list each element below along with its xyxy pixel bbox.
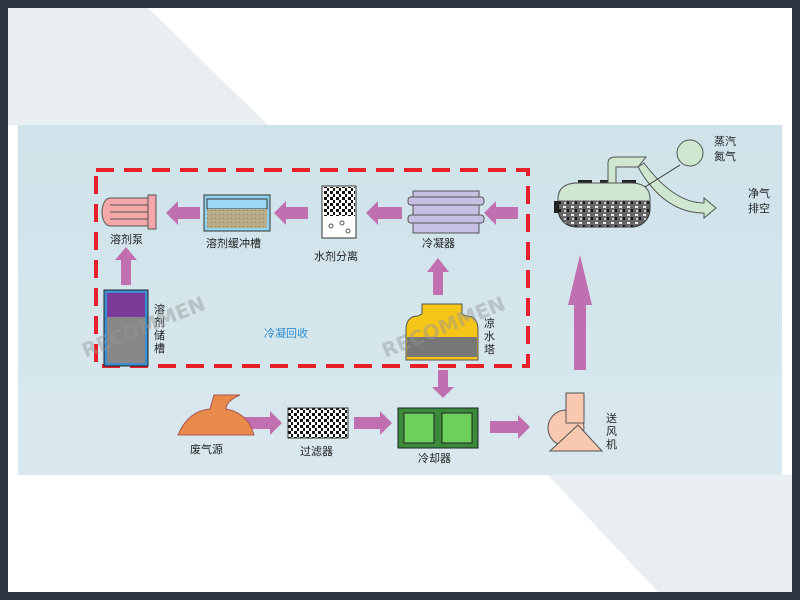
water-separator-icon [321,185,357,239]
label-condensation-recovery: 冷凝回收 [264,327,308,340]
background-shape [8,8,792,592]
label-waste-gas-source: 废气源 [190,443,223,456]
flow-arrows [115,201,592,439]
cooling-tower-icon [405,303,479,361]
slide: 溶剂泵 溶剂缓冲槽 水剂分离 冷凝器 溶剂储槽 冷凝回收 凉水塔 蒸汽 氮气 净… [8,8,792,592]
label-water-separation: 水剂分离 [314,250,358,263]
label-steam: 蒸汽 [714,135,736,148]
label-condenser: 冷凝器 [422,237,455,250]
label-solvent-pump: 溶剂泵 [110,233,143,246]
condensation-recovery-boundary [94,168,530,368]
label-exhaust: 排空 [748,202,770,215]
cooler-icon [397,407,479,449]
label-filter: 过滤器 [300,445,333,458]
label-nitrogen: 氮气 [714,150,736,163]
adsorber-icon [554,139,717,228]
blower-icon [547,392,604,452]
label-clean-gas: 净气 [748,187,770,200]
solvent-storage-tank-icon [103,289,149,367]
label-cooling-tower: 凉水塔 [484,317,495,356]
label-cooler: 冷却器 [418,452,451,465]
label-solvent-buffer-tank: 溶剂缓冲槽 [206,237,261,250]
filter-icon [287,407,349,439]
label-solvent-storage-tank: 溶剂储槽 [154,303,165,355]
waste-gas-source-icon [177,394,255,436]
solvent-buffer-tank-icon [203,194,271,232]
solvent-pump-icon [101,194,157,230]
label-blower: 送风机 [606,412,617,451]
process-diagram: 溶剂泵 溶剂缓冲槽 水剂分离 冷凝器 溶剂储槽 冷凝回收 凉水塔 蒸汽 氮气 净… [18,125,782,475]
condenser-icon [407,190,485,234]
